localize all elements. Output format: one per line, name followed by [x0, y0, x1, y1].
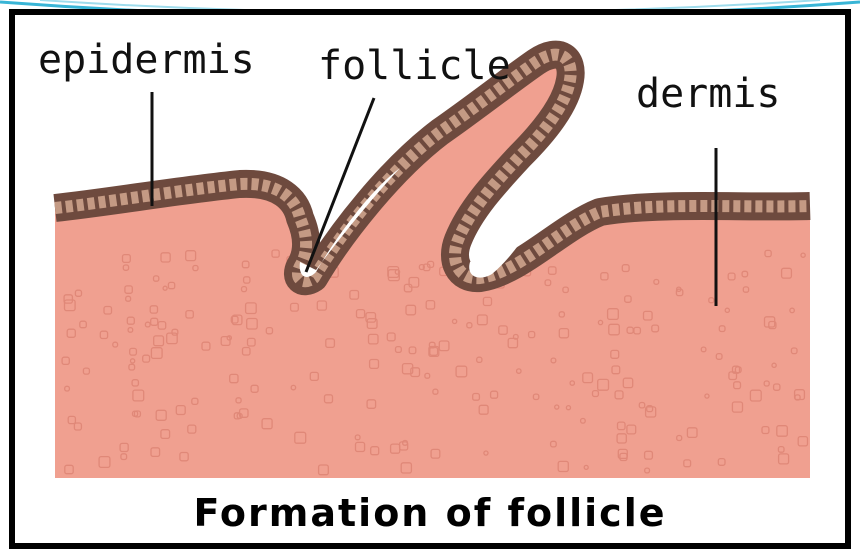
- diagram-caption: Formation of follicle: [0, 494, 860, 532]
- follicle-label: follicle: [318, 46, 511, 86]
- epidermis-label: epidermis: [38, 40, 255, 80]
- dermis-label: dermis: [636, 74, 781, 114]
